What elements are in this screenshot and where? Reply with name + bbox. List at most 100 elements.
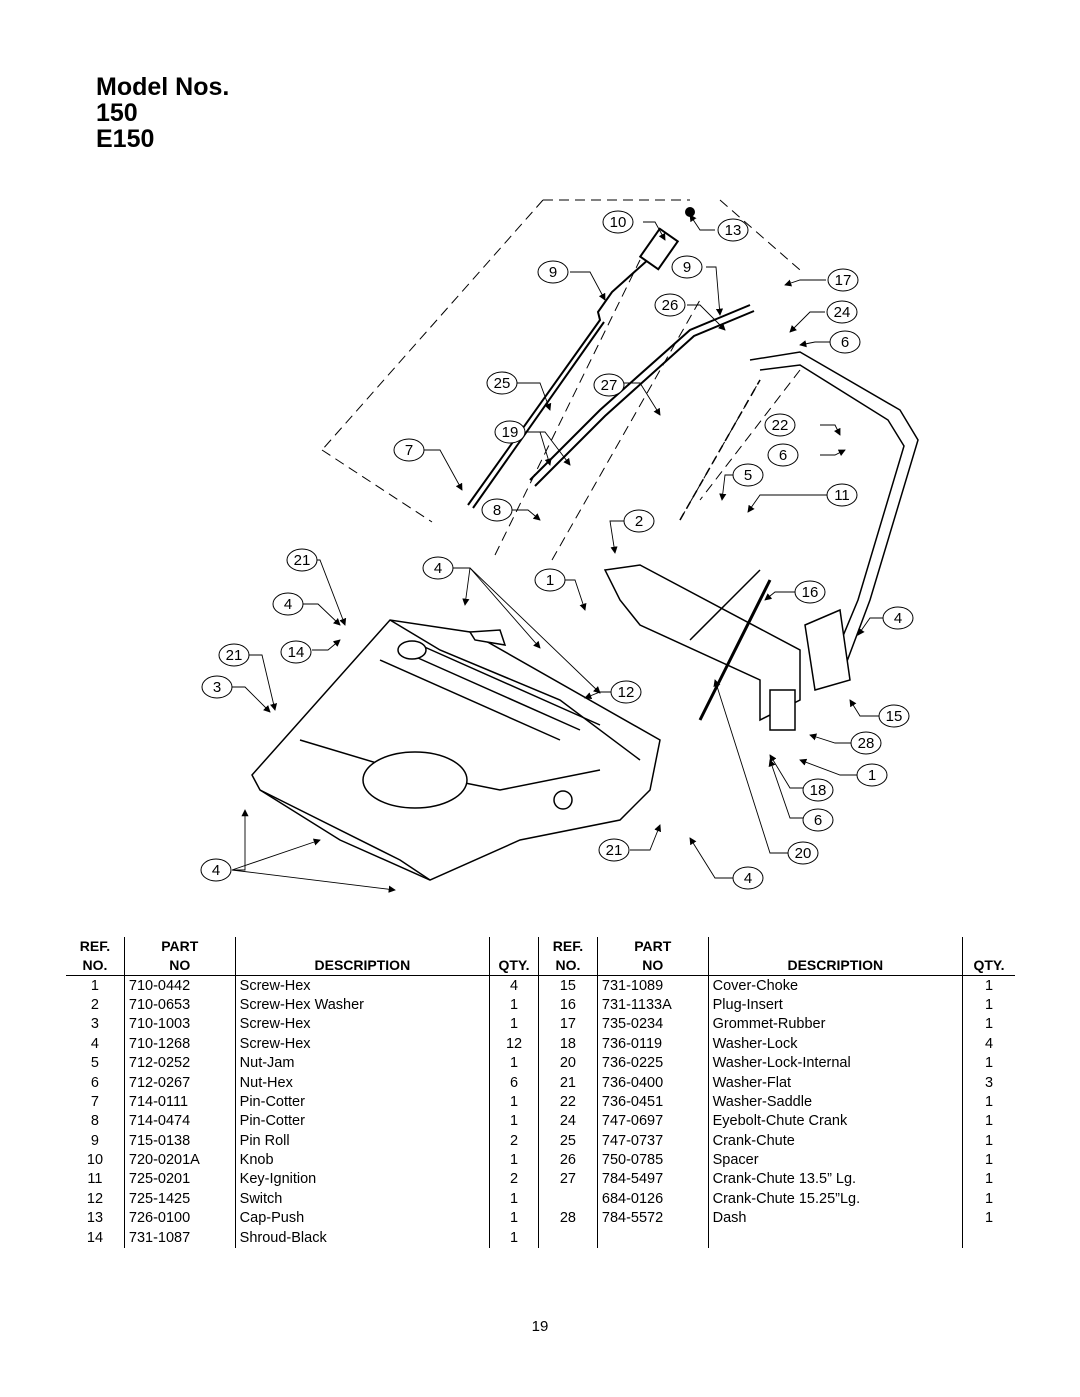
l-ref-cell: 8 bbox=[90, 1113, 99, 1130]
crank-tube bbox=[679, 351, 919, 681]
r-desc-cell: Plug-Insert bbox=[707, 995, 963, 1016]
ref-header: REF. bbox=[537, 937, 598, 956]
svg-text:14: 14 bbox=[288, 644, 305, 661]
l-ref-cell: 11 bbox=[87, 1171, 103, 1188]
r-ref-cell bbox=[537, 1228, 598, 1248]
r-ref-cell: 16 bbox=[537, 995, 598, 1016]
no-header: NO. bbox=[66, 956, 125, 977]
svg-text:27: 27 bbox=[601, 377, 618, 394]
r-desc-cell: Spacer bbox=[707, 1150, 963, 1171]
l-ref-cell: 7 bbox=[90, 1093, 99, 1110]
callout-5: 5 bbox=[732, 463, 764, 487]
l-desc-cell: Screw-Hex bbox=[234, 1034, 490, 1054]
callout-18: 18 bbox=[802, 778, 834, 802]
callout-27: 27 bbox=[593, 373, 625, 397]
r-qty-cell: 1 bbox=[962, 1209, 1015, 1229]
callout-17: 17 bbox=[827, 268, 859, 292]
l-qty-cell: 1 bbox=[489, 995, 539, 1016]
l-part-cell: 710-0653 bbox=[123, 995, 236, 1016]
svg-text:4: 4 bbox=[284, 596, 292, 613]
l-qty-cell: 1 bbox=[489, 1092, 539, 1113]
part-header: PART bbox=[123, 937, 236, 956]
r-ref-cell: 18 bbox=[537, 1034, 598, 1054]
l-part-cell: 731-1087 bbox=[123, 1228, 236, 1248]
l-part-cell: 715-0138 bbox=[123, 1131, 236, 1151]
r-qty-cell: 3 bbox=[962, 1073, 1015, 1093]
no-header: NO bbox=[123, 956, 236, 977]
parts-list-table: REF. PART REF. PART NO. NO DESCRIPTION Q… bbox=[66, 937, 1015, 1248]
callout-10: 10 bbox=[602, 210, 634, 234]
qty-header: QTY. bbox=[489, 956, 539, 977]
r-qty-cell: 4 bbox=[962, 1034, 1015, 1054]
callout-4: 4 bbox=[882, 606, 914, 630]
callout-15: 15 bbox=[878, 704, 910, 728]
r-qty-cell: 1 bbox=[962, 1112, 1015, 1132]
l-part-cell: 710-0442 bbox=[123, 975, 236, 996]
l-qty-cell: 1 bbox=[489, 1150, 539, 1171]
l-desc-cell: Cap-Push bbox=[234, 1209, 490, 1229]
l-ref-cell: 10 bbox=[86, 1152, 104, 1169]
r-ref-cell: 26 bbox=[537, 1150, 598, 1171]
r-desc-cell: Crank-Chute 15.25”Lg. bbox=[707, 1189, 963, 1210]
r-desc-cell: Crank-Chute bbox=[707, 1131, 963, 1151]
callout-12: 12 bbox=[610, 680, 642, 704]
callout-21: 21 bbox=[598, 838, 630, 862]
callout-9: 9 bbox=[671, 255, 703, 279]
l-desc-cell: Nut-Hex bbox=[234, 1073, 490, 1093]
l-desc-cell: Pin-Cotter bbox=[234, 1112, 490, 1132]
svg-text:28: 28 bbox=[858, 735, 875, 752]
svg-text:4: 4 bbox=[434, 560, 442, 577]
shroud bbox=[251, 619, 661, 881]
callout-26: 26 bbox=[654, 293, 686, 317]
callout-28: 28 bbox=[850, 731, 882, 755]
svg-text:13: 13 bbox=[725, 222, 742, 239]
title-line-150: 150 bbox=[96, 99, 138, 127]
callout-13: 13 bbox=[717, 218, 749, 242]
l-ref-cell: 13 bbox=[86, 1210, 104, 1227]
r-desc-cell: Washer-Lock bbox=[707, 1034, 963, 1054]
r-desc-cell: Washer-Flat bbox=[707, 1073, 963, 1093]
r-part-cell: 747-0697 bbox=[596, 1112, 709, 1132]
description-header: DESCRIPTION bbox=[707, 956, 963, 977]
callout-21: 21 bbox=[286, 548, 318, 572]
l-qty-cell: 6 bbox=[489, 1073, 539, 1093]
r-desc-cell: Eyebolt-Chute Crank bbox=[707, 1112, 963, 1132]
r-part-cell: 736-0119 bbox=[596, 1034, 709, 1054]
svg-text:4: 4 bbox=[894, 610, 902, 627]
callout-4: 4 bbox=[732, 866, 764, 890]
r-part-cell: 736-0451 bbox=[596, 1092, 709, 1113]
l-part-cell: 712-0267 bbox=[123, 1073, 236, 1093]
model-title: Model Nos. 150 E150 bbox=[96, 74, 229, 152]
callout-21: 21 bbox=[218, 643, 250, 667]
l-qty-cell: 2 bbox=[489, 1131, 539, 1151]
callout-4: 4 bbox=[422, 556, 454, 580]
callout-24: 24 bbox=[826, 300, 858, 324]
l-qty-cell: 1 bbox=[489, 1209, 539, 1229]
svg-text:21: 21 bbox=[226, 647, 243, 664]
svg-text:24: 24 bbox=[834, 304, 851, 321]
l-qty-cell: 4 bbox=[489, 975, 539, 996]
svg-text:18: 18 bbox=[810, 782, 827, 799]
r-qty-cell bbox=[962, 1228, 1015, 1248]
r-qty-cell: 1 bbox=[962, 1015, 1015, 1035]
l-qty-cell: 1 bbox=[489, 1053, 539, 1074]
svg-text:4: 4 bbox=[744, 870, 752, 887]
l-part-cell: 714-0474 bbox=[123, 1112, 236, 1132]
callout-1: 1 bbox=[856, 763, 888, 787]
r-ref-cell bbox=[537, 1189, 598, 1210]
l-desc-cell: Switch bbox=[234, 1189, 490, 1210]
r-ref-cell: 22 bbox=[537, 1092, 598, 1113]
r-desc-cell: Dash bbox=[707, 1209, 963, 1229]
svg-text:1: 1 bbox=[868, 767, 876, 784]
svg-text:5: 5 bbox=[744, 467, 752, 484]
l-part-cell: 725-1425 bbox=[123, 1189, 236, 1210]
r-desc-cell bbox=[707, 1228, 963, 1248]
callout-1: 1 bbox=[534, 568, 566, 592]
r-qty-cell: 1 bbox=[962, 1189, 1015, 1210]
svg-text:2: 2 bbox=[635, 513, 643, 530]
